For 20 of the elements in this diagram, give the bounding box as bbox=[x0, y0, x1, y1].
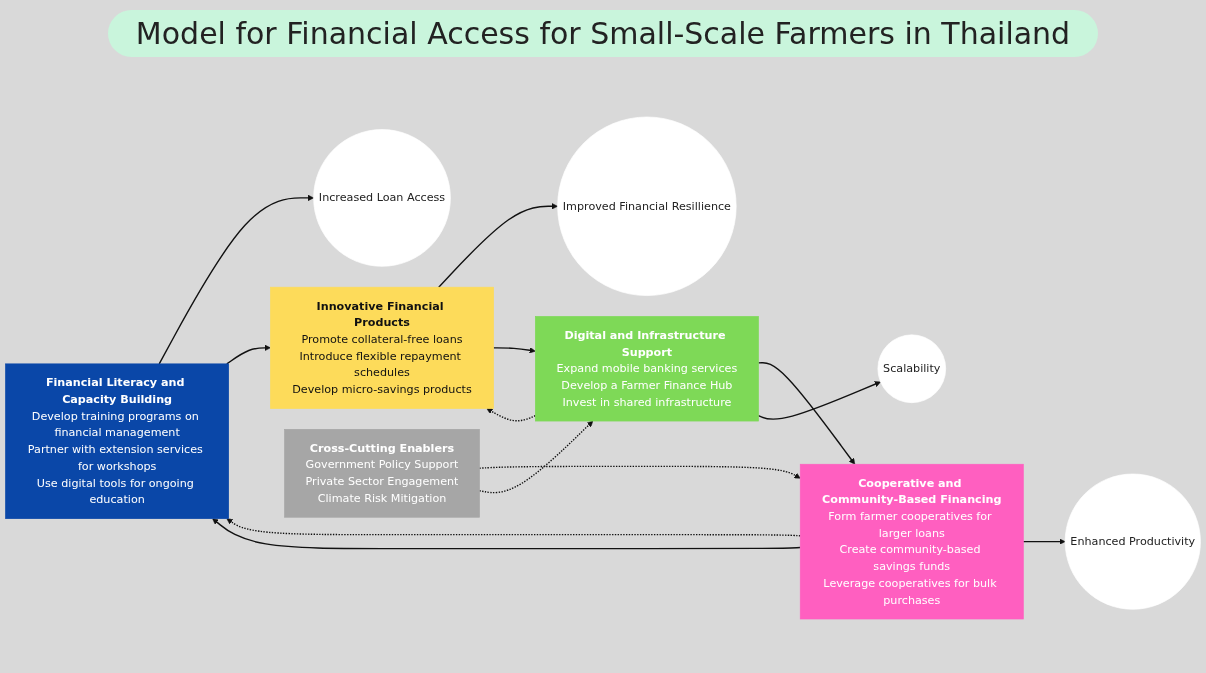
node-circle: Increased Loan Access bbox=[313, 129, 451, 267]
arrow bbox=[757, 381, 881, 420]
node-box: Cooperative and Community-Based Financing Form farmer cooperatives for larger loans Create community-based savings funds Leverage cooperatives for bulk purchases bbox=[799, 463, 1024, 620]
arrow bbox=[492, 347, 536, 354]
arrow bbox=[226, 344, 271, 365]
node-circle: Improved Financial Resillience bbox=[557, 116, 737, 296]
node-box: Financial Literacy and Capacity Building Develop training programs on financial management Partner with extension services for workshops Use digital tools for ongoing education bbox=[5, 363, 229, 519]
node-box: Innovative Financial Products Promote collateral-free loans Introduce flexible repayment schedules Develop micro-savings products bbox=[270, 286, 494, 409]
node-box: Digital and Infrastructure Support Expand mobile banking services Develop a Farmer Finance Hub Invest in shared infrastructure bbox=[535, 316, 759, 422]
arrow bbox=[226, 518, 801, 537]
arrow bbox=[212, 518, 801, 550]
arrow bbox=[438, 203, 558, 288]
arrow bbox=[1022, 538, 1066, 545]
arrow bbox=[158, 194, 314, 365]
node-box: Cross-Cutting Enablers Government Policy Support Private Sector Engagement Climate Risk Mitigation bbox=[284, 429, 480, 518]
arrow bbox=[757, 361, 856, 465]
node-circle: Enhanced Productivity bbox=[1064, 473, 1201, 610]
diagram-title: Model for Financial Access for Small-Scale Farmers in Thailand bbox=[107, 10, 1099, 57]
arrow bbox=[486, 408, 537, 422]
node-circle: Scalability bbox=[877, 334, 946, 403]
